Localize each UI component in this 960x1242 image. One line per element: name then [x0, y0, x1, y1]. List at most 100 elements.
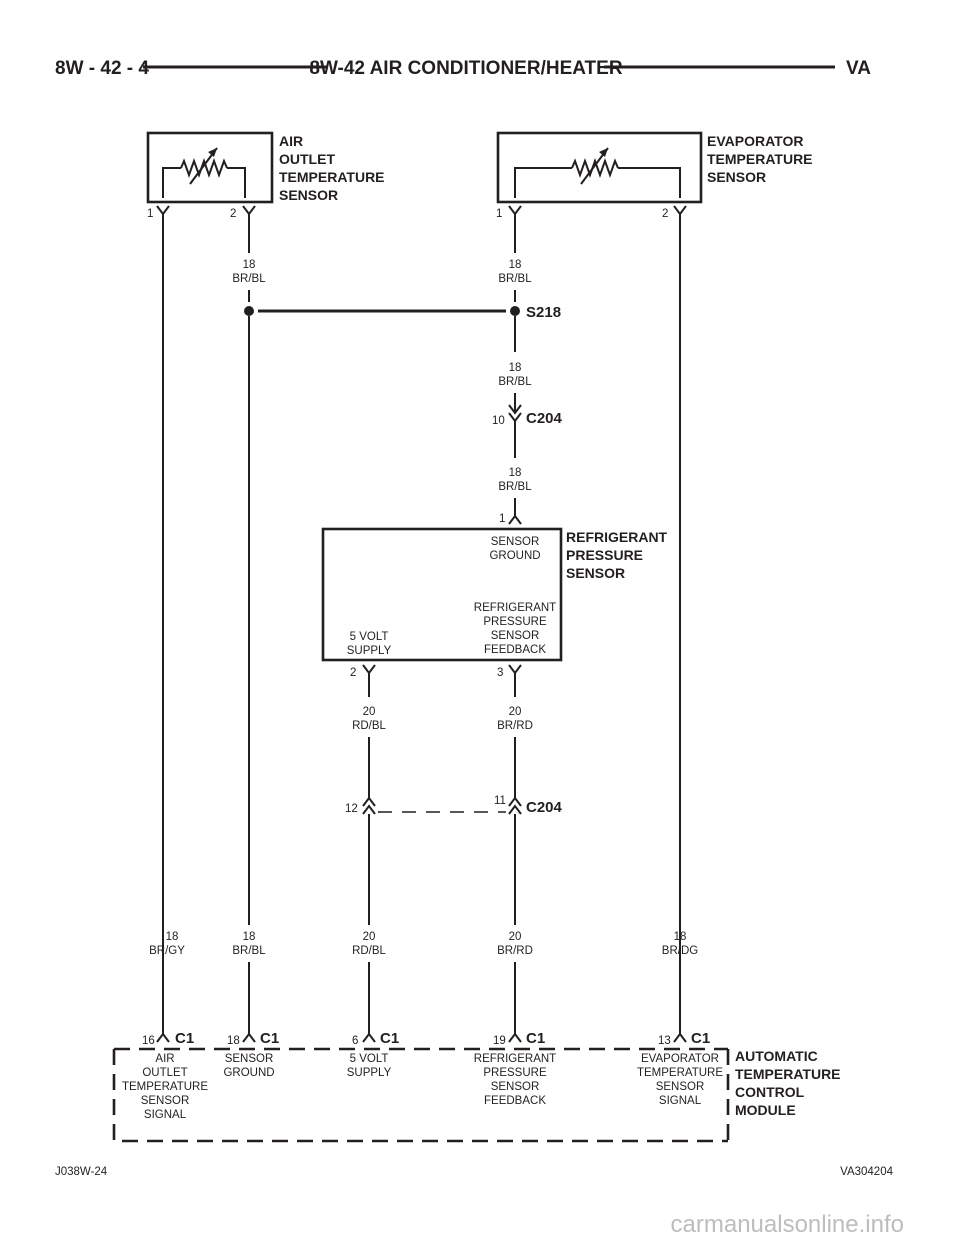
module-pin-connector: C1 — [175, 1030, 194, 1047]
wire-gauge: 18 — [243, 931, 256, 943]
c204-lower-cavity-left: 12 — [345, 803, 358, 815]
wire-gauge: 18 — [509, 467, 522, 479]
refrigerant-pin1-func-1: SENSOR — [491, 536, 540, 548]
wire-gauge: 20 — [363, 931, 376, 943]
connector-terminal-icon — [508, 804, 522, 815]
module-pin-cavity: 16 — [142, 1035, 155, 1047]
connector-terminal-icon — [362, 796, 376, 807]
evaporator-pin-1: 1 — [496, 208, 502, 220]
page-title: 8W-42 AIR CONDITIONER/HEATER — [309, 58, 622, 79]
wire-gauge: 20 — [509, 931, 522, 943]
module-pin-func: PRESSURE — [483, 1067, 547, 1079]
module-pin-cavity: 13 — [658, 1035, 671, 1047]
footer-left-code: J038W-24 — [55, 1166, 108, 1178]
wire-gauge: 20 — [509, 706, 522, 718]
wire-gauge: 18 — [509, 259, 522, 271]
module-pin-func: EVAPORATOR — [641, 1053, 719, 1065]
refrigerant-sensor-name-2: PRESSURE — [566, 547, 643, 563]
refrigerant-pin3-func-3: SENSOR — [491, 630, 540, 642]
wire-color: BR/BL — [498, 481, 532, 493]
c204-upper-label: C204 — [526, 410, 563, 427]
module-pin-connector: C1 — [380, 1030, 399, 1047]
pin-terminal-icon — [156, 1032, 170, 1043]
c204-upper-cavity: 10 — [492, 415, 505, 427]
air-outlet-temperature-sensor: AIR OUTLET TEMPERATURE SENSOR 1 2 — [146, 131, 385, 220]
refrigerant-pressure-sensor: 1 SENSOR GROUND REFRIGERANT PRESSURE SEN… — [321, 513, 668, 679]
pin-terminal-icon — [508, 514, 522, 525]
refrigerant-pin-1: 1 — [499, 513, 505, 525]
pin-terminal-icon — [508, 664, 522, 675]
footer-right-code: VA304204 — [840, 1166, 893, 1178]
refrigerant-pin1-func-2: GROUND — [489, 550, 540, 562]
refrigerant-pin-3: 3 — [497, 667, 503, 679]
air-outlet-sensor-lead-1 — [162, 167, 181, 198]
module-pin-func: TEMPERATURE — [122, 1081, 208, 1093]
connector-terminal-icon — [362, 804, 376, 815]
module-pin-func: AIR — [155, 1053, 174, 1065]
evaporator-sensor-name-1: EVAPORATOR — [707, 133, 803, 149]
refrigerant-pin3-func-4: FEEDBACK — [484, 644, 546, 656]
connector-terminal-icon — [508, 404, 522, 415]
wire-color: BR/BL — [498, 273, 532, 285]
air-outlet-sensor-box — [146, 131, 274, 204]
wire-gauge: 18 — [166, 931, 179, 943]
module-name-1: AUTOMATIC — [735, 1048, 818, 1064]
module-pin-connector: C1 — [260, 1030, 279, 1047]
thermistor-icon — [571, 158, 619, 178]
module-pin-func: TEMPERATURE — [637, 1067, 723, 1079]
thermistor-icon — [180, 158, 228, 178]
wire-color: BR/DG — [662, 945, 698, 957]
evaporator-sensor-box — [496, 131, 703, 204]
evaporator-sensor-name-3: SENSOR — [707, 169, 766, 185]
pin-terminal-icon — [242, 1032, 256, 1043]
air-outlet-pin-1: 1 — [147, 208, 153, 220]
evaporator-sensor-name-2: TEMPERATURE — [707, 151, 813, 167]
wire-color: BR/RD — [497, 945, 533, 957]
c204-lower-cavity-right: 11 — [494, 795, 506, 807]
wire-color: RD/BL — [352, 945, 386, 957]
module-pin-func: SENSOR — [491, 1081, 540, 1093]
splice-dot — [510, 306, 520, 316]
pin-terminal-icon — [508, 205, 522, 216]
module-pin-func: SENSOR — [141, 1095, 190, 1107]
air-outlet-sensor-lead-2 — [227, 167, 246, 198]
wire-color: BR/BL — [232, 945, 266, 957]
watermark: carmanualsonline.info — [671, 1211, 904, 1238]
module-dashed-outline — [112, 1047, 730, 1143]
thermistor-arrowhead-icon — [599, 148, 608, 157]
module-name-2: TEMPERATURE — [735, 1066, 841, 1082]
air-outlet-sensor-name-1: AIR — [279, 133, 303, 149]
pin-terminal-icon — [362, 664, 376, 675]
wire-color: RD/BL — [352, 720, 386, 732]
automatic-temperature-control-module: AUTOMATIC TEMPERATURE CONTROL MODULE 16 … — [112, 1030, 841, 1143]
module-pin-func: FEEDBACK — [484, 1095, 546, 1107]
page-number: 8W - 42 - 4 — [55, 58, 149, 79]
wire-color: BR/BL — [232, 273, 266, 285]
module-pin-func: SIGNAL — [144, 1109, 187, 1121]
pin-terminal-icon — [242, 205, 256, 216]
splice-dot — [244, 306, 254, 316]
module-pin-func: SENSOR — [656, 1081, 705, 1093]
evaporator-sensor-lead-2 — [618, 167, 681, 198]
module-pin-func: SIGNAL — [659, 1095, 702, 1107]
wire-gauge: 18 — [509, 362, 522, 374]
pin-terminal-icon — [673, 205, 687, 216]
pin-terminal-icon — [673, 1032, 687, 1043]
splice-label: S218 — [526, 304, 561, 321]
module-pin-func: REFRIGERANT — [474, 1053, 556, 1065]
air-outlet-sensor-name-2: OUTLET — [279, 151, 335, 167]
evaporator-temperature-sensor: EVAPORATOR TEMPERATURE SENSOR 1 2 — [496, 131, 813, 220]
refrigerant-sensor-name-3: SENSOR — [566, 565, 625, 581]
wire-gauge: 18 — [674, 931, 687, 943]
refrigerant-pin2-func-2: SUPPLY — [347, 645, 392, 657]
module-pin-cavity: 18 — [227, 1035, 240, 1047]
air-outlet-pin-2: 2 — [230, 208, 236, 220]
module-name-3: CONTROL — [735, 1084, 805, 1100]
module-pin-func: SENSOR — [225, 1053, 274, 1065]
evaporator-pin-2: 2 — [662, 208, 668, 220]
module-pin-func: GROUND — [223, 1067, 274, 1079]
module-pin-cavity: 6 — [352, 1035, 358, 1047]
module-pin-func: SUPPLY — [347, 1067, 392, 1079]
model-code: VA — [846, 58, 871, 79]
